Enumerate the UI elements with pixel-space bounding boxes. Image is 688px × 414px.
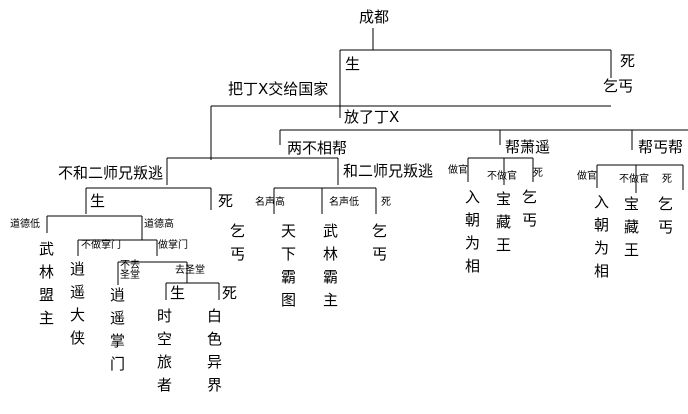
xiao-official-outcome: 入朝为相 — [465, 188, 481, 275]
branch-help-beggar: 帮丐帮 — [638, 138, 684, 156]
go-live-outcome: 时空旅者 — [157, 307, 173, 394]
flee-no-peace-label: 不和二师兄叛逃 — [58, 164, 164, 182]
xiao-not-official-outcome: 宝藏王 — [496, 190, 512, 254]
no-peace-live: 生 — [90, 192, 106, 210]
not-head-label: 不做掌门 — [81, 240, 121, 251]
no-peace-die-outcome: 乞丐 — [230, 222, 246, 263]
beggar-not-official-outcome: 宝藏王 — [624, 195, 640, 259]
xiao-official-label: 做官 — [448, 165, 468, 176]
go-live-label: 生 — [170, 284, 186, 302]
fame-high-outcome: 天下霸图 — [281, 222, 297, 309]
xiao-die-outcome: 乞丐 — [522, 188, 538, 229]
root-node: 成都 — [359, 8, 390, 26]
beggar-die-label: 死 — [662, 174, 672, 185]
fame-low-outcome: 武林霸主 — [323, 222, 339, 309]
xiao-not-official-label: 不做官 — [487, 171, 517, 182]
be-head-label: 做掌门 — [158, 240, 188, 251]
peace-die-outcome: 乞丐 — [372, 222, 388, 263]
fame-high-label: 名声高 — [255, 197, 285, 208]
no-peace-die: 死 — [218, 192, 234, 210]
high-morality-label: 道德高 — [144, 219, 174, 230]
flee-peace-label: 和二师兄叛逃 — [343, 162, 434, 180]
beggar-official-outcome: 入朝为相 — [594, 193, 610, 280]
live-label: 生 — [345, 55, 361, 73]
branch-help-xiao: 帮萧遥 — [505, 138, 551, 156]
beggar-not-official-label: 不做官 — [619, 174, 649, 185]
low-morality-label: 道德低 — [10, 219, 40, 230]
beggar-official-label: 做官 — [577, 171, 597, 182]
go-die-label: 死 — [222, 284, 238, 302]
branch-neither: 两不相帮 — [287, 139, 348, 157]
go-die-outcome: 白色异界 — [207, 307, 223, 394]
peace-die-label: 死 — [381, 197, 391, 208]
not-go-outcome: 逍遥掌门 — [110, 286, 126, 373]
go-label: 去圣堂 — [175, 265, 205, 276]
xiao-die-label: 死 — [533, 168, 543, 179]
release-label: 放了丁X — [344, 108, 400, 126]
fame-low-label: 名声低 — [329, 197, 359, 208]
die-outcome-beggar: 乞丐 — [603, 77, 634, 95]
not-head-outcome: 逍遥大侠 — [70, 260, 86, 347]
not-go-label: 不去圣堂 — [120, 260, 140, 281]
die-label: 死 — [620, 52, 636, 70]
beggar-die-outcome: 乞丐 — [658, 195, 674, 236]
hand-over-label: 把丁X交给国家 — [228, 80, 329, 98]
low-morality-outcome: 武林盟主 — [39, 240, 55, 327]
